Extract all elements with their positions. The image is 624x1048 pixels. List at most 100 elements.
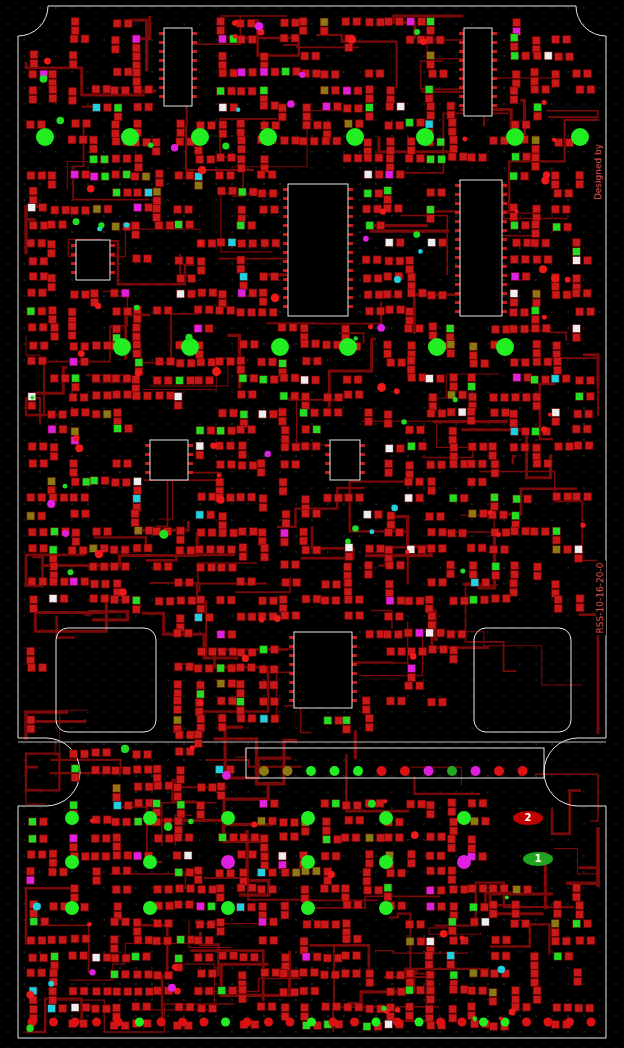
smd-pad: [282, 519, 290, 527]
smd-pad: [101, 172, 109, 180]
smd-part: [449, 494, 468, 502]
smd-pad: [270, 698, 278, 706]
copper-trace: [310, 945, 369, 969]
smd-part: [532, 136, 540, 153]
smd-part: [428, 478, 436, 495]
smd-pad: [227, 461, 235, 469]
smd-pad: [237, 493, 245, 501]
smd-pad: [153, 774, 161, 782]
smd-pad: [81, 35, 89, 43]
smd-pad: [248, 426, 256, 434]
smd-pad: [522, 121, 530, 129]
smd-part: [509, 308, 528, 316]
smd-pad: [278, 323, 286, 331]
copper-trace: [362, 421, 473, 457]
smd-part: [573, 493, 592, 501]
smd-pad: [205, 613, 213, 621]
smd-pad: [447, 111, 455, 119]
smd-pad: [278, 104, 286, 112]
smd-pad: [186, 171, 194, 179]
smd-pad: [530, 77, 538, 85]
smd-part: [407, 648, 426, 656]
copper-trace: [461, 430, 550, 478]
smd-pad: [93, 205, 101, 213]
smd-pad: [467, 544, 475, 552]
smd-pad: [134, 204, 142, 212]
smd-pad: [197, 648, 205, 656]
smd-pad: [68, 332, 76, 340]
smd-pad: [406, 470, 414, 478]
smd-pad: [111, 130, 119, 138]
smd-part: [27, 307, 46, 315]
smd-part: [153, 563, 172, 571]
smd-pad: [573, 274, 581, 282]
smd-pad: [237, 426, 245, 434]
smd-pad: [29, 70, 37, 78]
smd-pad: [282, 68, 290, 76]
smd-part: [258, 528, 266, 545]
smd-pad: [364, 561, 372, 569]
smd-part: [134, 783, 153, 791]
smd-pad: [187, 359, 195, 367]
smd-part: [197, 715, 205, 732]
smd-pad: [342, 18, 350, 26]
smd-pad: [511, 527, 519, 535]
smd-pad: [470, 359, 478, 367]
smd-pad: [428, 621, 436, 629]
smd-part: [551, 205, 570, 213]
smd-part: [175, 257, 194, 265]
smd-pad: [49, 94, 57, 102]
smd-pad: [197, 596, 205, 604]
smd-part: [386, 697, 405, 705]
smd-pad: [447, 630, 455, 638]
smd-pad: [301, 442, 309, 450]
smd-pad: [219, 521, 227, 529]
smd-part: [323, 341, 342, 349]
copper-trace: [333, 945, 368, 1032]
smd-pad: [396, 444, 404, 452]
smd-pad: [271, 102, 279, 110]
smd-part: [135, 359, 143, 376]
smd-pad: [384, 612, 392, 620]
smd-pad: [427, 528, 435, 536]
smd-pad: [552, 35, 560, 43]
smd-part: [278, 104, 286, 121]
smd-part: [70, 206, 89, 214]
smd-pad: [29, 95, 37, 103]
smd-pad: [237, 648, 245, 656]
smd-pad: [135, 359, 143, 367]
copper-trace: [285, 706, 312, 732]
smd-part: [50, 443, 58, 460]
smd-part: [450, 646, 458, 663]
smd-part: [511, 121, 530, 129]
copper-trace: [578, 868, 598, 887]
smd-pad: [261, 239, 269, 247]
smd-part: [217, 563, 236, 571]
smd-pad: [93, 528, 101, 536]
smd-pad: [447, 102, 455, 110]
smd-part: [450, 597, 469, 605]
smd-part: [428, 239, 447, 247]
smd-pad: [92, 391, 100, 399]
smd-pad: [469, 596, 477, 604]
smd-part: [114, 104, 122, 121]
smd-pad: [386, 155, 394, 163]
smd-pad: [531, 153, 539, 161]
smd-pad: [510, 427, 518, 435]
smd-part: [281, 561, 300, 569]
smd-pad: [176, 775, 184, 783]
copper-trace: [143, 473, 220, 527]
smd-part: [70, 493, 89, 501]
smd-pad: [429, 323, 437, 331]
smd-part: [260, 646, 279, 654]
copper-trace: [190, 951, 263, 1001]
smd-part: [322, 137, 341, 145]
smd-part: [237, 493, 256, 501]
smd-pad: [152, 147, 160, 155]
smd-pad: [51, 206, 59, 214]
smd-part: [531, 153, 539, 170]
smd-part: [553, 493, 572, 501]
smd-pad: [377, 221, 385, 229]
smd-pad: [425, 36, 433, 44]
smd-pad: [121, 562, 129, 570]
